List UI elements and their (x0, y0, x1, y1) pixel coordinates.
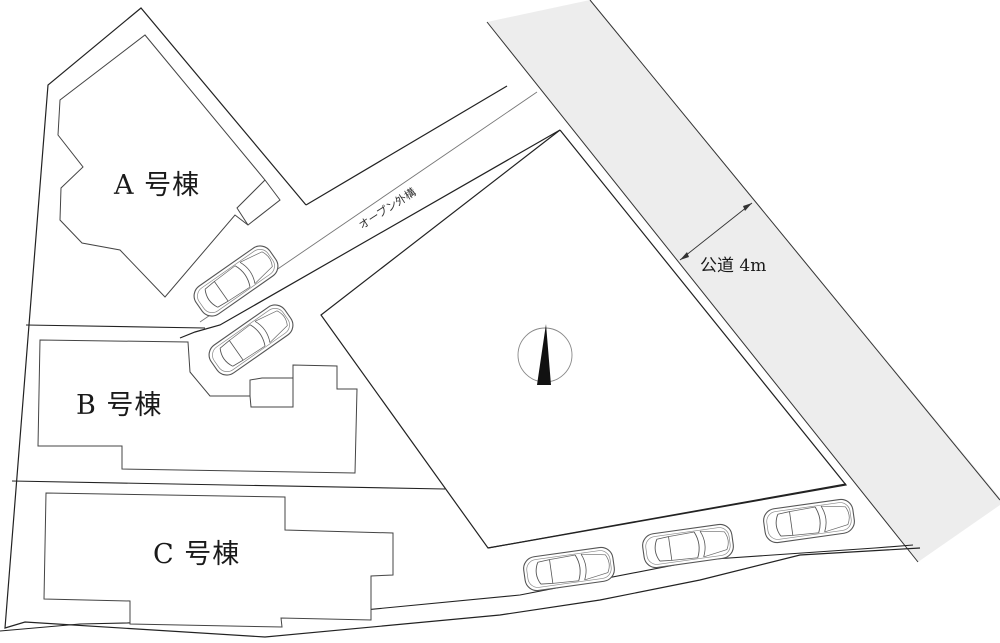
building-c-footprint (43, 492, 394, 628)
car-icon (761, 497, 857, 545)
driveway-edge-lower (179, 129, 561, 339)
north-arrow-icon (517, 324, 573, 385)
building-a-label: A 号棟 (114, 170, 201, 201)
building-b-entry (249, 378, 294, 408)
driveway-edge-upper (305, 85, 508, 206)
parking-strip-lower (0, 544, 914, 632)
building-b-footprint (37, 339, 358, 474)
car-icon (521, 545, 617, 593)
road-width-dimension (679, 202, 753, 261)
lot-divider-ab (25, 324, 206, 329)
public-road (487, 0, 1000, 562)
building-b-label: B 号棟 (76, 390, 163, 421)
parking-strip-edge (487, 483, 847, 549)
road-label: 公道 4m (700, 256, 767, 276)
road-edge-right (589, 0, 1000, 501)
building-a-footprint (57, 34, 281, 298)
road-edge-left (486, 21, 919, 563)
building-a-porch (236, 179, 266, 226)
arrow-head-icon (743, 203, 752, 211)
lot-divider-bc (11, 480, 446, 490)
car-icon (640, 522, 736, 570)
building-c-label: C 号棟 (153, 539, 241, 570)
arrow-head-icon (680, 252, 689, 260)
lot-boundary (4, 7, 921, 638)
